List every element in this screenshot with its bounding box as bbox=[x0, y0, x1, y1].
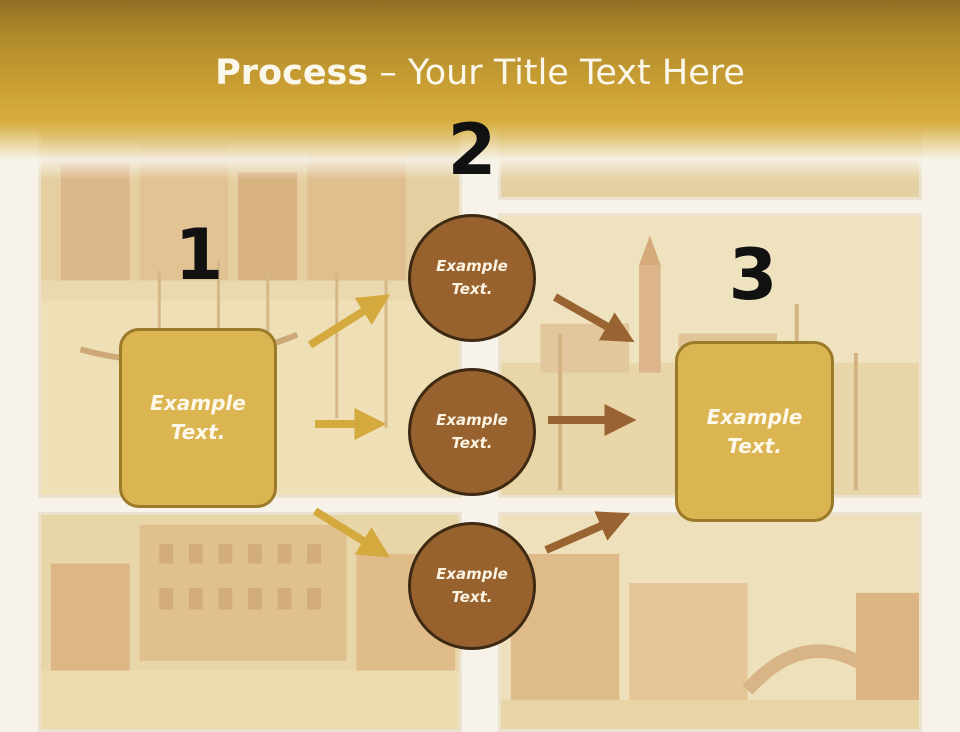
arrow-top-to-step3 bbox=[553, 293, 635, 343]
step2-circle-middle[interactable]: Example Text. bbox=[408, 368, 536, 496]
step1-box-label: Example Text. bbox=[150, 391, 246, 444]
step3-box-label: Example Text. bbox=[706, 404, 803, 458]
step1-box[interactable]: Example Text. bbox=[119, 328, 277, 508]
header-band bbox=[0, 0, 960, 180]
circle-middle-label: Example Text. bbox=[436, 411, 508, 452]
circle-bottom-label: Example Text. bbox=[436, 565, 508, 606]
step2-circle-bottom[interactable]: Example Text. bbox=[408, 522, 536, 650]
arrow-bottom-to-step3 bbox=[544, 511, 631, 554]
step2-circle-top[interactable]: Example Text. bbox=[408, 214, 536, 342]
title-rest: Your Title Text Here bbox=[407, 53, 745, 93]
title-bold: Process bbox=[215, 53, 369, 93]
arrow-step1-to-top bbox=[307, 294, 391, 349]
step-number-1: 1 bbox=[174, 214, 224, 296]
title-dash: – bbox=[368, 53, 408, 93]
circle-top-label: Example Text. bbox=[436, 257, 508, 298]
step-number-2: 2 bbox=[447, 109, 497, 191]
slide-title: Process – Your Title Text Here bbox=[0, 53, 960, 93]
step3-box[interactable]: Example Text. bbox=[675, 341, 834, 522]
arrow-step1-to-bottom bbox=[312, 507, 391, 558]
step-number-3: 3 bbox=[728, 234, 778, 316]
